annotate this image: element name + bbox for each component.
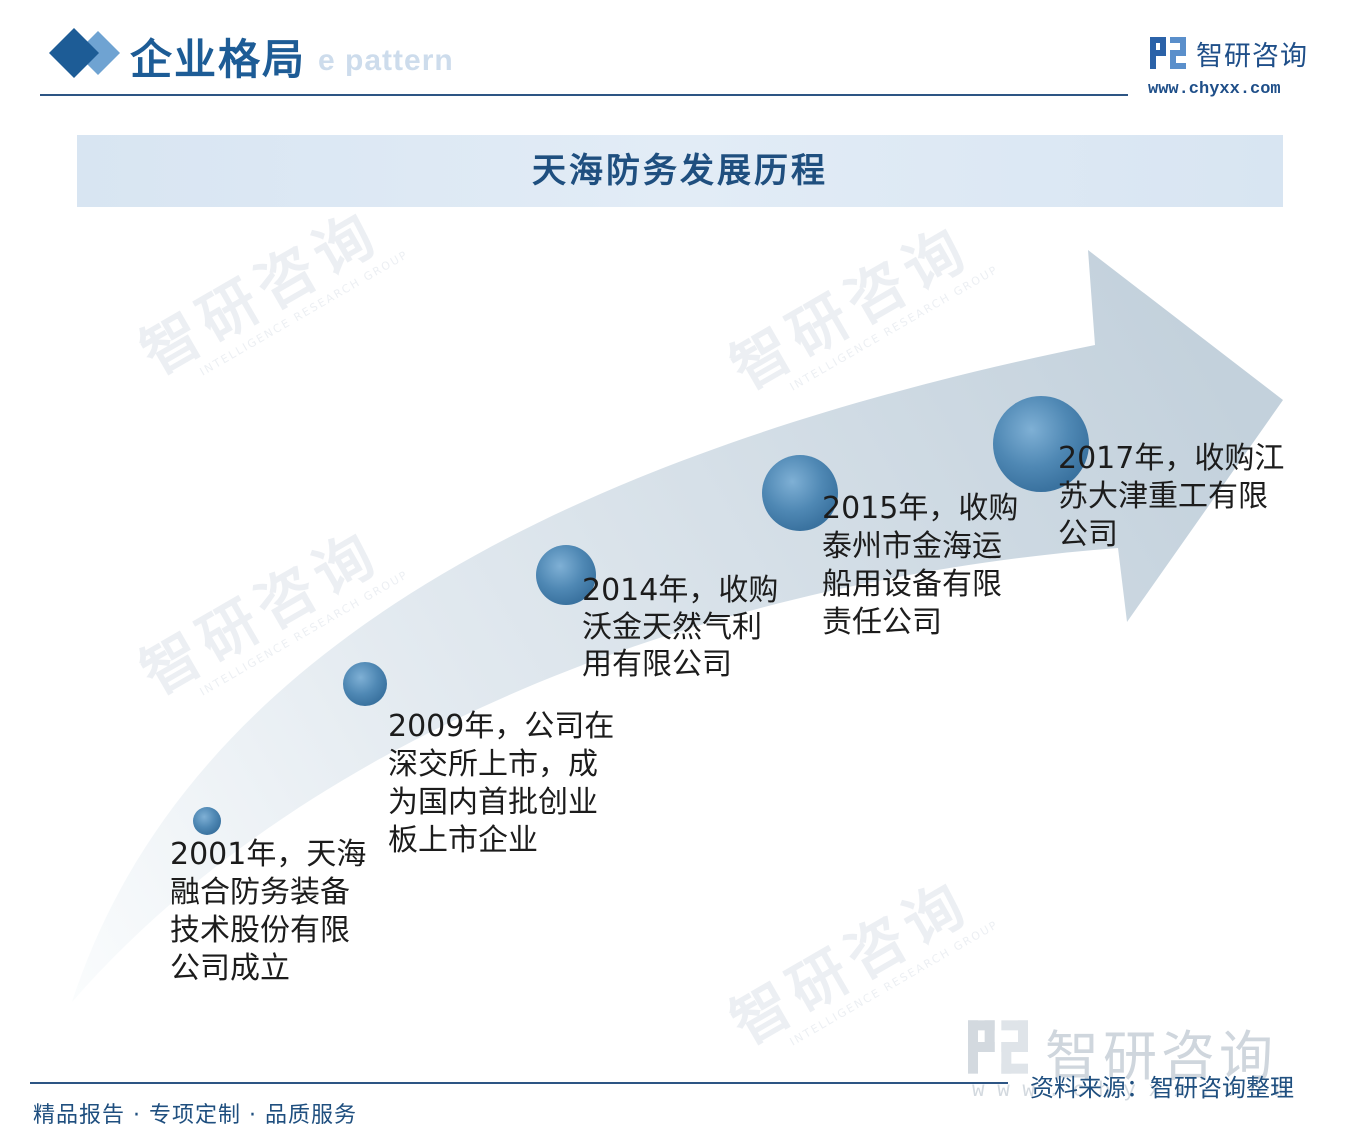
milestone-marker-4 <box>762 455 838 531</box>
brand-logo: 智研咨询 <box>1150 36 1308 72</box>
milestone-line: 技术股份有限 <box>170 913 350 948</box>
milestone-line: 公司成立 <box>170 951 290 986</box>
milestone-label-4: 2015年，收购 泰州市金海运 船用设备有限 责任公司 <box>822 490 1018 642</box>
milestone-label-2: 2009年，公司在 深交所上市，成 为国内首批创业 板上市企业 <box>388 708 614 860</box>
milestone-line: 2017年，收购江 <box>1058 441 1285 476</box>
header-divider <box>40 94 1128 96</box>
milestone-marker-3 <box>536 545 596 605</box>
milestone-label-5: 2017年，收购江 苏大津重工有限 公司 <box>1058 440 1284 554</box>
milestone-line: 为国内首批创业 <box>388 785 598 820</box>
milestone-line: 板上市企业 <box>388 823 538 858</box>
milestone-line: 2009年，公司在 <box>388 709 615 744</box>
milestone-line: 责任公司 <box>822 605 942 640</box>
watermark-logo-icon <box>968 1020 1028 1074</box>
milestone-line: 苏大津重工有限 <box>1058 479 1268 514</box>
logo-icon <box>1150 37 1186 69</box>
milestone-marker-2 <box>343 662 387 706</box>
milestone-line: 2015年，收购 <box>822 491 1019 526</box>
diamond-icon <box>49 28 120 78</box>
milestone-label-3: 2014年，收购 沃金天然气利 用有限公司 <box>582 572 778 683</box>
header-title-background: e pattern <box>318 44 454 77</box>
arrow-shape <box>72 250 1283 1002</box>
page-title: 企业格局 <box>130 35 307 84</box>
source-note: 资料来源：智研咨询整理 <box>1030 1074 1294 1102</box>
milestone-line: 2014年，收购 <box>582 573 779 608</box>
footer-slogan: 精品报告 · 专项定制 · 品质服务 <box>33 1103 357 1128</box>
footer-divider <box>30 1082 1008 1084</box>
milestone-line: 泰州市金海运 <box>822 529 1002 564</box>
banner-title: 天海防务发展历程 <box>532 151 828 191</box>
milestone-line: 深交所上市，成 <box>388 747 598 782</box>
milestone-line: 船用设备有限 <box>822 567 1002 602</box>
milestone-line: 2001年，天海 <box>170 837 367 872</box>
milestone-line: 公司 <box>1058 517 1118 552</box>
milestone-marker-5 <box>993 396 1089 492</box>
watermark-logo-text: 智研咨询 <box>1045 1025 1277 1088</box>
brand-name: 智研咨询 <box>1196 40 1308 72</box>
milestone-marker-1 <box>193 807 221 835</box>
milestone-line: 沃金天然气利 <box>582 610 762 645</box>
milestone-line: 用有限公司 <box>582 647 732 682</box>
title-banner: 天海防务发展历程 <box>77 135 1283 207</box>
watermark-logo-url: w w w . c h y x x . c o m <box>972 1080 1288 1103</box>
milestone-line: 融合防务装备 <box>170 875 350 910</box>
milestone-label-1: 2001年，天海 融合防务装备 技术股份有限 公司成立 <box>170 836 366 988</box>
brand-url: www.chyxx.com <box>1148 80 1281 99</box>
